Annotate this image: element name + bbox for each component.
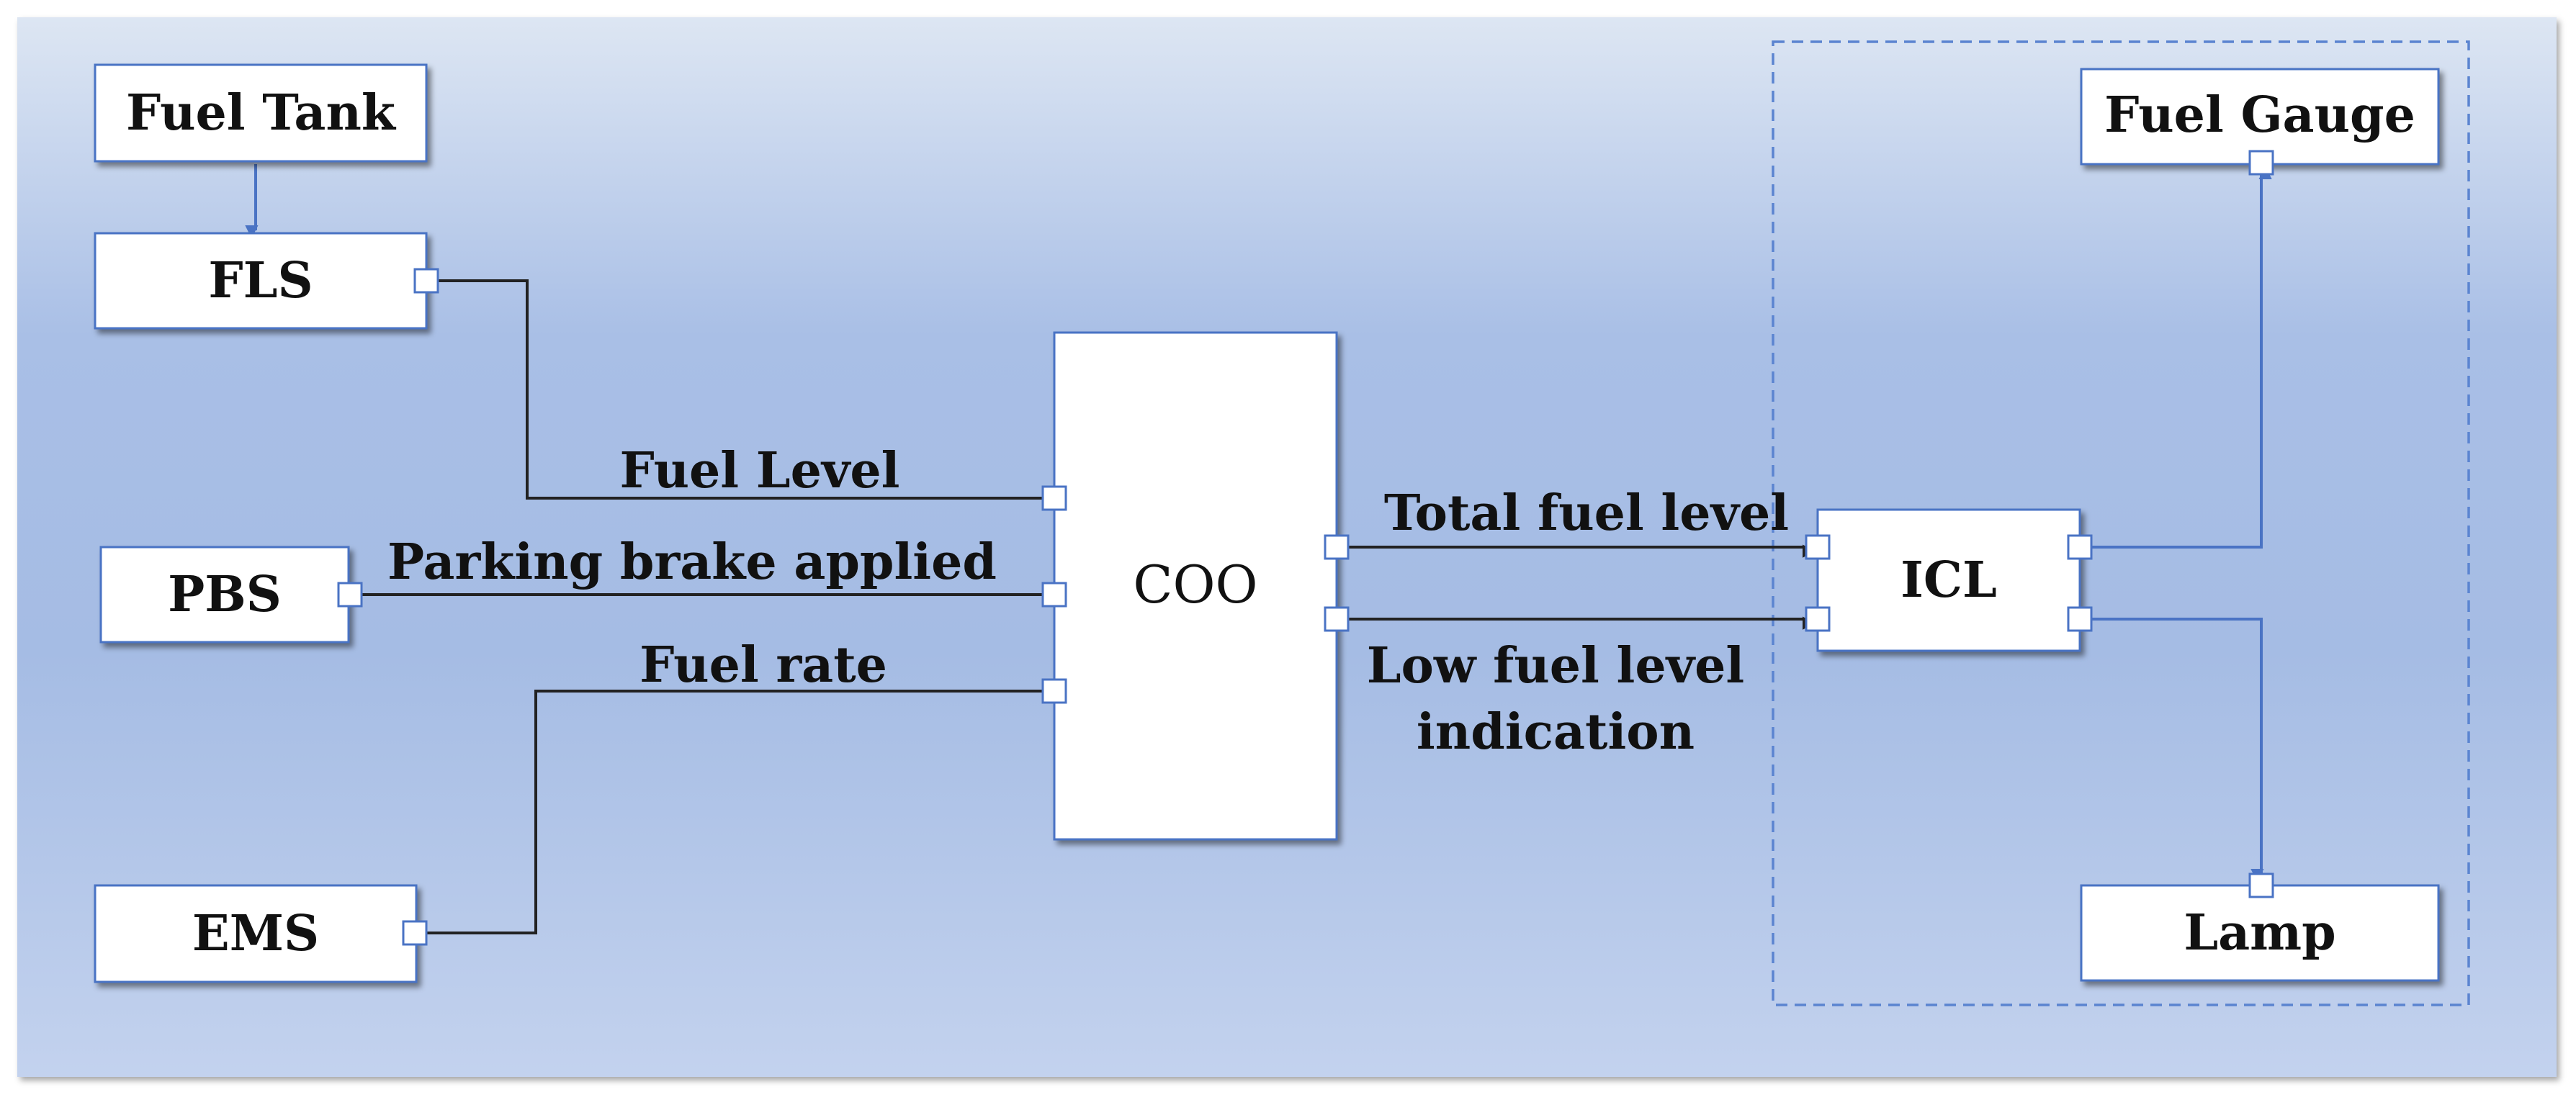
port-gauge-in bbox=[2248, 150, 2274, 176]
port-coo-in-fuel-level bbox=[1041, 485, 1067, 511]
port-icl-out-lamp bbox=[2067, 606, 2093, 632]
block-icl[interactable]: ICL bbox=[1816, 508, 2081, 652]
port-coo-in-parking-brake bbox=[1041, 582, 1067, 608]
block-lamp[interactable]: Lamp bbox=[2080, 884, 2440, 982]
block-fls[interactable]: FLS bbox=[94, 232, 428, 330]
wire-icl-to-lamp bbox=[2086, 618, 2264, 883]
port-fls-out bbox=[413, 268, 439, 294]
wire-fuel-level bbox=[435, 279, 1062, 509]
port-lamp-in bbox=[2248, 872, 2274, 898]
port-icl-out-gauge bbox=[2067, 534, 2093, 560]
block-label: FLS bbox=[208, 252, 313, 310]
wire-fuel-rate bbox=[426, 688, 1062, 934]
block-label: COO bbox=[1133, 554, 1257, 615]
block-label: EMS bbox=[192, 905, 319, 962]
block-fuel-gauge[interactable]: Fuel Gauge bbox=[2080, 68, 2440, 166]
block-label: PBS bbox=[168, 566, 282, 623]
block-ems[interactable]: EMS bbox=[94, 884, 418, 983]
wire-icl-to-gauge bbox=[2086, 166, 2272, 549]
signal-label-fuel-rate: Fuel rate bbox=[639, 636, 887, 694]
block-label: ICL bbox=[1900, 551, 1997, 609]
signal-label-parking-brake: Parking brake applied bbox=[387, 533, 997, 591]
block-fuel-tank[interactable]: Fuel Tank bbox=[94, 63, 428, 163]
signal-label-total-fuel-level: Total fuel level bbox=[1384, 484, 1789, 542]
port-icl-in-total bbox=[1805, 534, 1831, 560]
port-pbs-out bbox=[337, 582, 363, 608]
signal-label-fuel-level: Fuel Level bbox=[620, 442, 900, 500]
port-coo-out-total bbox=[1324, 534, 1350, 560]
signal-label-low-fuel-line2: indication bbox=[1417, 703, 1695, 761]
signal-label-low-fuel-line1: Low fuel level bbox=[1367, 637, 1745, 695]
block-label: Lamp bbox=[2184, 904, 2335, 962]
icl-group-boundary bbox=[1772, 40, 2470, 1006]
port-coo-in-fuel-rate bbox=[1041, 678, 1067, 704]
port-icl-in-low-fuel bbox=[1805, 606, 1831, 632]
port-coo-out-low-fuel bbox=[1324, 606, 1350, 632]
block-label: Fuel Tank bbox=[126, 84, 397, 142]
block-label: Fuel Gauge bbox=[2104, 86, 2415, 144]
block-pbs[interactable]: PBS bbox=[99, 546, 350, 644]
port-ems-out bbox=[402, 920, 428, 946]
block-coo[interactable]: COO bbox=[1053, 331, 1338, 841]
